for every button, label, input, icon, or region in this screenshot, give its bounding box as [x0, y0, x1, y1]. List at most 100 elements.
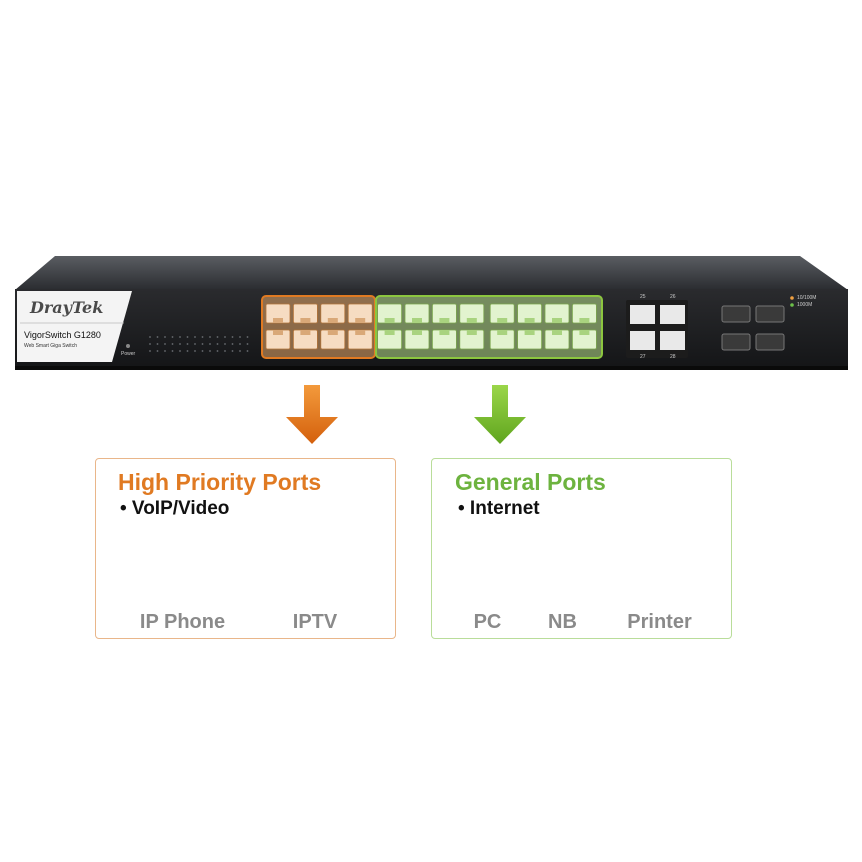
high-priority-bullet: • VoIP/Video — [120, 498, 230, 519]
status-led — [216, 343, 219, 345]
port-latch — [384, 330, 395, 335]
model-subtitle: Web Smart Giga Switch — [24, 343, 77, 349]
uplink-number: 25 — [640, 294, 646, 300]
status-led-grid — [149, 336, 249, 352]
green-down-arrow — [474, 385, 526, 444]
status-led — [156, 336, 159, 338]
status-led — [216, 350, 219, 352]
status-led — [239, 350, 241, 352]
status-led — [149, 350, 151, 352]
port-latch — [466, 318, 477, 323]
status-led — [201, 336, 204, 338]
port-latch — [579, 318, 590, 323]
uplink-port — [660, 305, 685, 324]
status-led — [224, 336, 226, 338]
port-latch — [300, 330, 311, 335]
status-led — [164, 350, 166, 352]
port-latch — [273, 318, 283, 323]
status-led — [239, 343, 241, 345]
status-led — [246, 350, 249, 352]
sfp-ports — [721, 305, 785, 351]
port-latch — [524, 318, 535, 323]
status-led — [216, 336, 219, 338]
status-led — [171, 343, 174, 345]
led-legend-label-2: 1000M — [797, 302, 813, 308]
sfp-port — [755, 333, 785, 351]
uplink-number: 26 — [670, 294, 676, 300]
port-latch — [412, 330, 422, 335]
status-led — [239, 336, 241, 338]
status-led — [179, 343, 181, 345]
port-latch — [552, 330, 562, 335]
legend-led-green — [790, 303, 794, 307]
status-led — [194, 350, 196, 352]
status-led — [186, 350, 189, 352]
high-priority-box — [95, 458, 396, 639]
status-led — [209, 350, 211, 352]
port-latch — [384, 318, 395, 323]
general-ports-bullet: • Internet — [458, 498, 540, 519]
port-latch — [524, 330, 535, 335]
uplink-port — [630, 305, 655, 324]
pc-label: PC — [473, 611, 502, 633]
status-led — [194, 343, 196, 345]
status-led — [201, 343, 204, 345]
status-led — [171, 350, 174, 352]
power-label: Power — [121, 351, 136, 357]
status-led — [246, 336, 249, 338]
port-latch — [579, 330, 590, 335]
high-priority-title: High Priority Ports — [118, 469, 322, 495]
status-led — [231, 343, 234, 345]
switch-top-panel — [15, 256, 848, 290]
port-latch — [355, 330, 366, 335]
brand-logo-text: DrayTek — [30, 298, 104, 317]
port-latch — [497, 330, 508, 335]
port-latch — [412, 318, 422, 323]
status-led — [179, 336, 181, 338]
port-latch — [439, 318, 450, 323]
general-ports-title: General Ports — [455, 469, 606, 495]
sfp-port — [721, 333, 751, 351]
status-led — [231, 336, 234, 338]
port-latch — [327, 318, 338, 323]
led-legend-label-1: 10/100M — [797, 295, 817, 301]
status-led — [164, 336, 166, 338]
status-led — [209, 336, 211, 338]
port-group — [265, 303, 597, 350]
status-led — [156, 350, 159, 352]
status-led — [171, 336, 174, 338]
port-latch — [273, 330, 283, 335]
legend-led-orange — [790, 296, 794, 300]
port-latch — [497, 318, 508, 323]
general-ports-box — [431, 458, 732, 639]
printer-label: Printer — [627, 611, 692, 633]
status-led — [194, 336, 196, 338]
uplink-port — [660, 331, 685, 350]
status-led — [164, 343, 166, 345]
port-latch — [466, 330, 477, 335]
power-led — [126, 344, 130, 348]
nb-label: NB — [548, 611, 577, 633]
orange-down-arrow — [286, 385, 338, 444]
iptv-label: IPTV — [292, 611, 338, 633]
port-latch — [300, 318, 311, 323]
model-name: VigorSwitch G1280 — [24, 330, 101, 340]
status-led — [186, 336, 189, 338]
status-led — [149, 336, 151, 338]
port-latch — [552, 318, 562, 323]
label-plate — [17, 291, 132, 362]
status-led — [224, 343, 226, 345]
status-led — [201, 350, 204, 352]
status-led — [156, 343, 159, 345]
sfp-port — [721, 305, 751, 323]
status-led — [231, 350, 234, 352]
status-led — [246, 343, 249, 345]
uplink-port — [630, 331, 655, 350]
port-latch — [327, 330, 338, 335]
status-led — [209, 343, 211, 345]
port-latch — [439, 330, 450, 335]
port-latch — [355, 318, 366, 323]
status-led — [224, 350, 226, 352]
